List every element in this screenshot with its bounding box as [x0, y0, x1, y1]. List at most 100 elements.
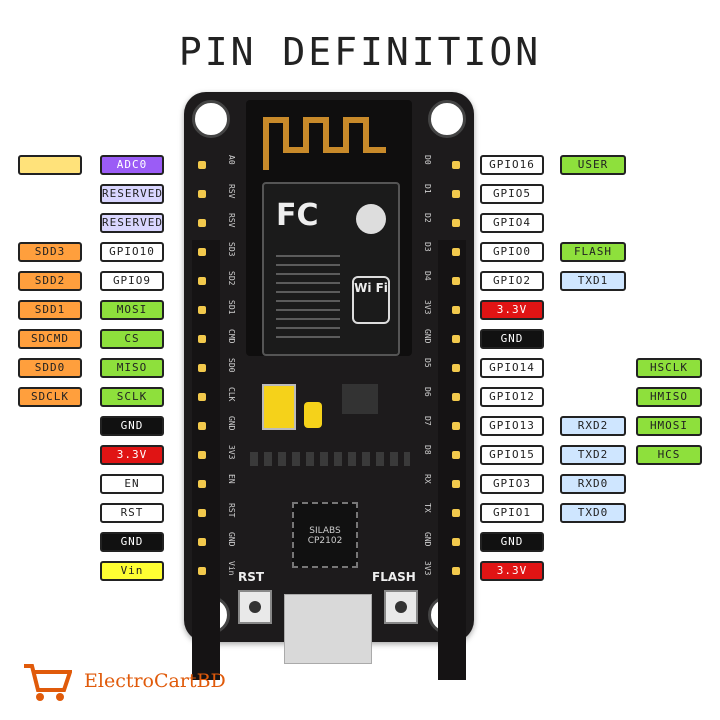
pin-label: EN	[100, 474, 164, 494]
header-pin	[452, 306, 460, 314]
pin-silk-label: D3	[423, 242, 432, 252]
header-pin	[452, 538, 460, 546]
usb-serial-chip: SILABS CP2102	[292, 502, 358, 568]
pin-silk-label: RSV	[227, 213, 236, 228]
pin-silk-label: D6	[423, 387, 432, 397]
pin-label: GPIO10	[100, 242, 164, 262]
pin-label: RESERVED	[100, 213, 164, 233]
pin-label: FLASH	[560, 242, 626, 262]
header-pin	[452, 277, 460, 285]
espressif-icon	[356, 204, 386, 234]
pin-label: GPIO1	[480, 503, 544, 523]
header-pin	[198, 538, 206, 546]
pin-label: HSCLK	[636, 358, 702, 378]
pin-silk-label: TX	[423, 503, 432, 513]
pin-silk-label: A0	[227, 155, 236, 165]
header-pin	[198, 335, 206, 343]
pin-silk-label: EN	[227, 474, 236, 484]
header-pin	[452, 451, 460, 459]
fc-mark: FC	[276, 198, 319, 233]
header-pin	[198, 219, 206, 227]
pin-silk-label: SD0	[227, 358, 236, 373]
header-pin	[198, 480, 206, 488]
pin-silk-label: RX	[423, 474, 432, 484]
flash-button[interactable]	[384, 590, 418, 624]
pin-label: GPIO3	[480, 474, 544, 494]
pin-label: HMISO	[636, 387, 702, 407]
pin-silk-label: 3V3	[227, 445, 236, 460]
pin-label: SDCLK	[18, 387, 82, 407]
pin-label: MOSI	[100, 300, 164, 320]
rst-button[interactable]	[238, 590, 272, 624]
pin-label: RXD0	[560, 474, 626, 494]
pin-label: HCS	[636, 445, 702, 465]
pin-silk-label: D1	[423, 184, 432, 194]
header-pin	[452, 422, 460, 430]
capacitor	[262, 384, 296, 430]
brand-name: ElectroCartBD	[84, 670, 226, 692]
pin-label: USER	[560, 155, 626, 175]
rf-shield: FC Wi Fi	[262, 182, 400, 356]
header-pin	[198, 509, 206, 517]
pin-silk-label: RST	[227, 503, 236, 518]
regulator	[342, 384, 378, 414]
pin-label: GPIO12	[480, 387, 544, 407]
pin-label: GPIO2	[480, 271, 544, 291]
pin-silk-label: CMD	[227, 329, 236, 344]
pin-silk-label: Vin	[227, 561, 236, 576]
pin-label: CS	[100, 329, 164, 349]
pin-silk-label: D2	[423, 213, 432, 223]
mount-hole	[428, 100, 466, 138]
antenna-trace	[263, 117, 386, 170]
pin-label: GPIO5	[480, 184, 544, 204]
pin-label: Vin	[100, 561, 164, 581]
pin-label: TXD0	[560, 503, 626, 523]
pin-label: RXD2	[560, 416, 626, 436]
pin-silk-label: CLK	[227, 387, 236, 402]
header-pin	[452, 248, 460, 256]
flash-label: FLASH	[372, 570, 416, 584]
pin-silk-label: D7	[423, 416, 432, 426]
pin-silk-label: 3V3	[423, 300, 432, 315]
esp-module: FC Wi Fi	[246, 100, 412, 356]
header-pin	[452, 364, 460, 372]
pin-silk-label: 3V3	[423, 561, 432, 576]
pin-silk-label: GND	[227, 532, 236, 547]
pin-silk-label: RSV	[227, 184, 236, 199]
pin-label: GND	[480, 532, 544, 552]
header-pin	[198, 422, 206, 430]
pin-label: GPIO13	[480, 416, 544, 436]
header-pin	[198, 451, 206, 459]
pin-label: GPIO0	[480, 242, 544, 262]
left-pin-header	[192, 240, 220, 680]
pin-label: GPIO15	[480, 445, 544, 465]
pin-label: SDD3	[18, 242, 82, 262]
usb-serial-chip-label: SILABS CP2102	[307, 526, 343, 546]
pin-label: GND	[100, 532, 164, 552]
pin-label: SDCMD	[18, 329, 82, 349]
pin-label: GPIO9	[100, 271, 164, 291]
pin-silk-label: D4	[423, 271, 432, 281]
diagram-title: PIN DEFINITION	[178, 30, 542, 74]
header-pin	[452, 335, 460, 343]
header-pin	[198, 567, 206, 575]
header-pin	[452, 509, 460, 517]
rst-label: RST	[238, 570, 265, 584]
header-pin	[452, 161, 460, 169]
header-pin	[198, 364, 206, 372]
pin-label: GND	[480, 329, 544, 349]
pin-label: HMOSI	[636, 416, 702, 436]
usb-port	[284, 594, 372, 664]
header-pin	[452, 219, 460, 227]
nodemcu-board: FC Wi Fi SILABS CP2102 RST FLASH	[184, 92, 474, 680]
header-pin	[198, 190, 206, 198]
pin-label: TXD1	[560, 271, 626, 291]
header-pin	[198, 248, 206, 256]
pin-label: 3.3V	[100, 445, 164, 465]
pin-label	[18, 155, 82, 175]
pin-label: RST	[100, 503, 164, 523]
pin-silk-label: SD2	[227, 271, 236, 286]
pin-silk-label: SD3	[227, 242, 236, 257]
pin-label: TXD2	[560, 445, 626, 465]
cart-icon	[24, 664, 72, 701]
